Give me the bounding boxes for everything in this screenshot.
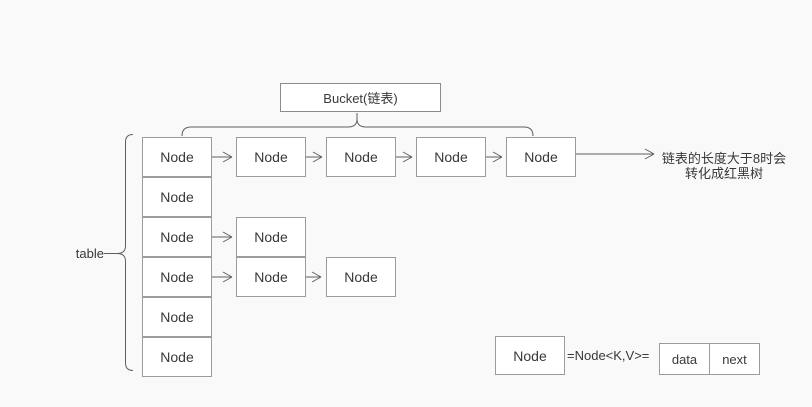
chain-arrow xyxy=(486,151,503,163)
tree-annotation: 链表的长度大于8时会 转化成红黑树 xyxy=(656,151,792,181)
table-node-box: Node xyxy=(142,217,212,257)
tree-annotation-line2: 转化成红黑树 xyxy=(684,166,763,181)
table-brace xyxy=(116,134,134,371)
chain-arrow xyxy=(396,151,413,163)
table-node-box: Node xyxy=(142,137,212,177)
legend-node-box: Node xyxy=(495,336,565,375)
chain-arrow xyxy=(306,271,322,283)
legend-data-box: data xyxy=(659,343,710,375)
tree-annotation-line1: 链表的长度大于8时会 xyxy=(661,151,787,166)
chain-arrow xyxy=(212,271,233,283)
bucket-brace xyxy=(181,118,534,137)
chain-node-box: Node xyxy=(506,137,576,177)
chain-node-box: Node xyxy=(326,257,396,297)
chain-node-box: Node xyxy=(236,217,306,257)
to-tree-arrow xyxy=(576,148,655,160)
chain-node-box: Node xyxy=(416,137,486,177)
table-node-box: Node xyxy=(142,257,212,297)
bucket-label-box: Bucket(链表) xyxy=(280,83,441,112)
table-node-box: Node xyxy=(142,177,212,217)
legend-equation: =Node<K,V>= xyxy=(567,348,650,363)
table-label: table xyxy=(75,246,104,261)
chain-node-box: Node xyxy=(326,137,396,177)
legend-next-box: next xyxy=(709,343,760,375)
chain-arrow xyxy=(306,151,323,163)
table-node-box: Node xyxy=(142,297,212,337)
chain-arrow xyxy=(212,231,233,243)
chain-node-box: Node xyxy=(236,137,306,177)
table-node-box: Node xyxy=(142,337,212,377)
chain-arrow xyxy=(212,151,233,163)
chain-node-box: Node xyxy=(236,257,306,297)
